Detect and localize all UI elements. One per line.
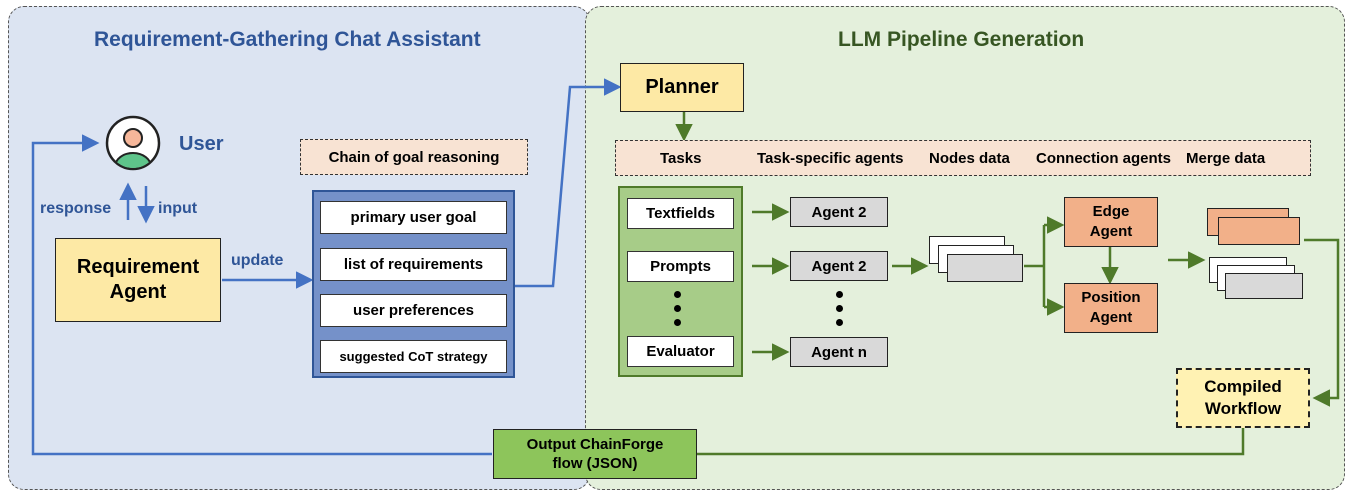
- position-agent: Position Agent: [1064, 283, 1158, 333]
- pipeline-header: [615, 140, 1311, 176]
- compiled-to-output: [697, 428, 1245, 456]
- chain-of-goal-reasoning: Chain of goal reasoning: [300, 139, 528, 175]
- task-prompts: Prompts: [627, 251, 734, 282]
- input-label: input: [158, 200, 198, 217]
- compiled-workflow: Compiled Workflow: [1176, 368, 1310, 428]
- goal-suggested-cot-strategy: suggested CoT strategy: [320, 340, 507, 373]
- nodes-data-card-3: [947, 254, 1023, 282]
- update-label: update: [231, 252, 284, 269]
- task-evaluator: Evaluator: [627, 336, 734, 367]
- return-line: [31, 134, 492, 456]
- header-nodes-data: Nodes data: [929, 150, 1010, 167]
- requirement-agent: Requirement Agent: [55, 238, 221, 322]
- edge-agent: Edge Agent: [1064, 197, 1158, 247]
- tasks-ellipsis: [674, 291, 682, 333]
- task-textfields: Textfields: [627, 198, 734, 229]
- user-icon: [105, 115, 161, 171]
- to-planner-line: [515, 78, 622, 288]
- header-merge-data: Merge data: [1186, 150, 1266, 167]
- header-tasks: Tasks: [660, 150, 702, 167]
- agent-evaluator: Agent n: [790, 337, 888, 367]
- merge-to-compiled: [1304, 238, 1340, 407]
- planner: Planner: [620, 63, 744, 112]
- agent-prompts: Agent 2: [790, 251, 888, 281]
- merge-edge-card-2: [1218, 217, 1300, 245]
- goal-primary-user-goal: primary user goal: [320, 201, 507, 234]
- merge-node-card-3: [1225, 273, 1303, 299]
- goal-user-preferences: user preferences: [320, 294, 507, 327]
- header-connection-agents: Connection agents: [1036, 150, 1172, 167]
- agent-textfields: Agent 2: [790, 197, 888, 227]
- right-panel-title: LLM Pipeline Generation: [838, 28, 1085, 51]
- agents-ellipsis: [836, 291, 844, 333]
- goal-list-of-requirements: list of requirements: [320, 248, 507, 281]
- nodes-split: [1024, 225, 1046, 307]
- output-chainforge-flow: Output ChainForge flow (JSON): [493, 429, 697, 479]
- header-task-specific-agents: Task-specific agents: [757, 150, 904, 167]
- user-label: User: [179, 133, 224, 155]
- left-panel-title: Requirement-Gathering Chat Assistant: [94, 28, 481, 51]
- response-label: response: [40, 200, 112, 217]
